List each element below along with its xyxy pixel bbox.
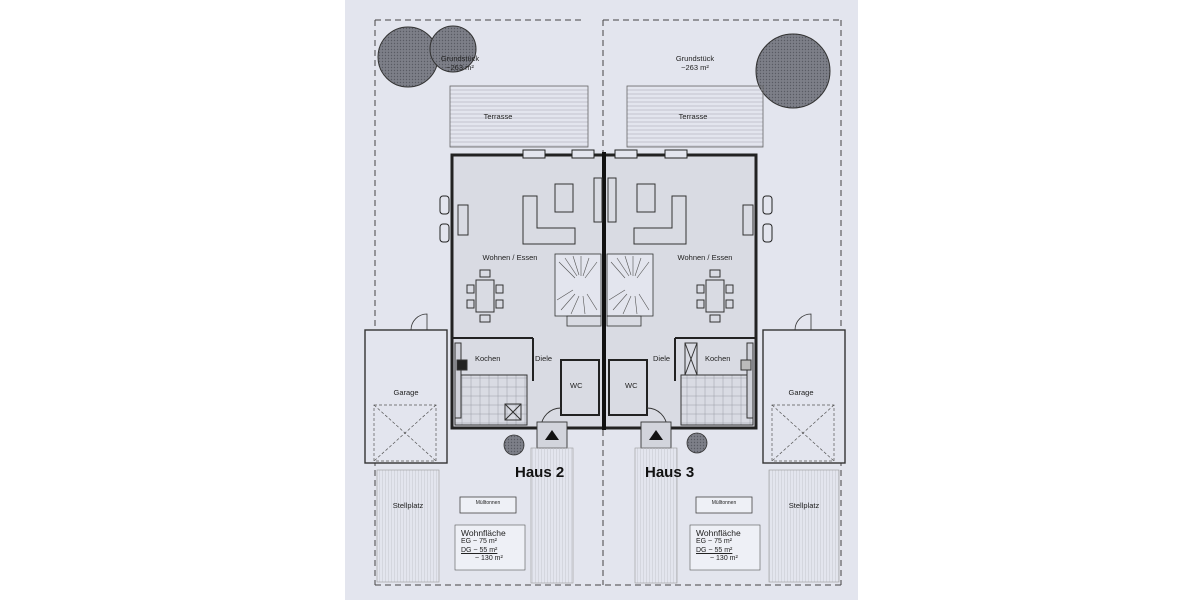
kitchen-label-haus-3: Kochen [705,354,731,363]
windows [439,149,773,243]
living-area-haus-3: Wohnfläche EG ~ 75 m² DG ~ 55 m² ~ 130 m… [696,528,741,563]
interior-walls [452,337,756,416]
area-total: ~ 130 m² [710,554,738,562]
area-eg: EG ~ 75 m² [461,538,497,546]
living-label-haus-3: Wohnen / Essen [677,253,733,262]
garages [364,329,846,464]
shrub-icons [503,432,708,456]
floor-plan-sheet: Grundstück ~263 m² Terrasse Wohnen / Ess… [345,0,858,600]
plot-label-haus-2: Grundstück ~263 m² [425,54,495,72]
furniture [457,177,754,323]
house-title-haus-2: Haus 2 [515,464,565,481]
bins-label-haus-3: Mülltonnen [711,500,737,506]
floor-plan-drawing [364,19,846,586]
garage-label-haus-3: Garage [788,388,814,397]
terrace-label-haus-3: Terrasse [678,112,708,121]
terraces [449,85,764,148]
hall-label-haus-2: Diele [535,354,553,363]
wc-label-haus-3: WC [625,381,638,390]
parking-areas [376,447,840,584]
living-label-haus-2: Wohnen / Essen [482,253,538,262]
area-dg: DG ~ 55 m² [461,546,498,554]
plot-area: ~263 m² [446,62,474,72]
plot-label-haus-3: Grundstück ~263 m² [660,54,730,72]
area-eg: EG ~ 75 m² [696,538,732,546]
parking-label-haus-2: Stellplatz [392,501,424,510]
plot-name: Grundstück [440,54,480,63]
living-area-haus-2: Wohnfläche EG ~ 75 m² DG ~ 55 m² ~ 130 m… [461,528,506,563]
tree-icons [377,25,831,109]
area-heading: Wohnfläche [696,528,741,538]
plot-name: Grundstück [675,54,715,63]
bins-label-haus-2: Mülltonnen [475,500,501,506]
terrace-label-haus-2: Terrasse [483,112,513,121]
area-total: ~ 130 m² [475,554,503,562]
staircases [554,253,654,327]
entrances [536,407,672,449]
garage-label-haus-2: Garage [393,388,419,397]
hall-label-haus-3: Diele [653,354,671,363]
parking-label-haus-3: Stellplatz [788,501,820,510]
wc-label-haus-2: WC [570,381,583,390]
plot-area: ~263 m² [681,62,709,72]
kitchen-label-haus-2: Kochen [475,354,501,363]
area-dg: DG ~ 55 m² [696,546,733,554]
kitchen-floors [454,342,754,426]
house-title-haus-3: Haus 3 [645,464,695,481]
area-heading: Wohnfläche [461,528,506,538]
